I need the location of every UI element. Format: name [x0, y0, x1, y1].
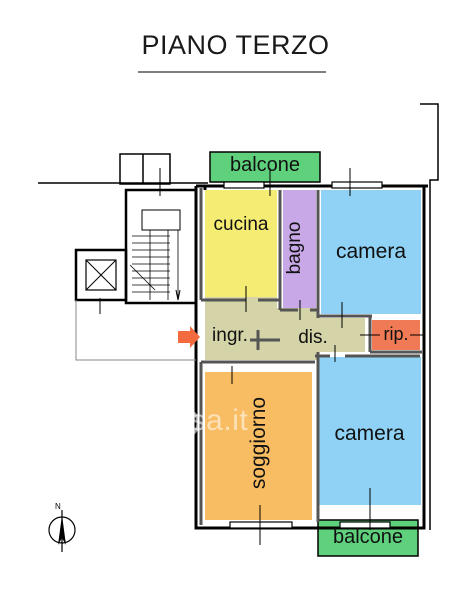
bagno-fill — [283, 190, 316, 308]
camera-top-fill — [321, 190, 421, 314]
room-label-soggiorno: soggiorno — [247, 396, 270, 490]
watermark-text: casa.it — [158, 404, 249, 437]
stairwell — [74, 153, 198, 361]
entrance-arrow — [178, 326, 200, 348]
balcone-top-fill — [209, 151, 321, 183]
neighbor-line-right — [420, 103, 439, 530]
balcone-bottom-fill — [317, 519, 419, 557]
compass-north-label: N — [55, 502, 61, 511]
interior-walls — [199, 188, 422, 525]
room-label-camera-bottom: camera — [334, 422, 405, 445]
camera-bottom-fill — [318, 357, 421, 505]
room-label-balcone-bottom: balcone — [332, 526, 404, 548]
room-label-cucina: cucina — [213, 214, 269, 235]
room-label-balcone-top: balcone — [229, 154, 301, 176]
windows — [223, 181, 391, 529]
room-label-ingresso: ingr. — [212, 325, 248, 346]
compass — [48, 510, 76, 552]
plan-title: PIANO TERZO — [141, 30, 330, 60]
dimension-ticks — [99, 168, 425, 545]
corridor-fill — [205, 297, 365, 360]
room-label-ripostiglio: rip. — [383, 324, 409, 344]
soggiorno-fill — [205, 372, 312, 520]
watermark-logo — [168, 407, 200, 439]
room-label-bagno: bagno — [284, 221, 305, 275]
room-label-camera-top: camera — [335, 240, 407, 263]
cucina-fill — [205, 190, 277, 297]
room-label-disimpegno: dis. — [298, 327, 328, 348]
